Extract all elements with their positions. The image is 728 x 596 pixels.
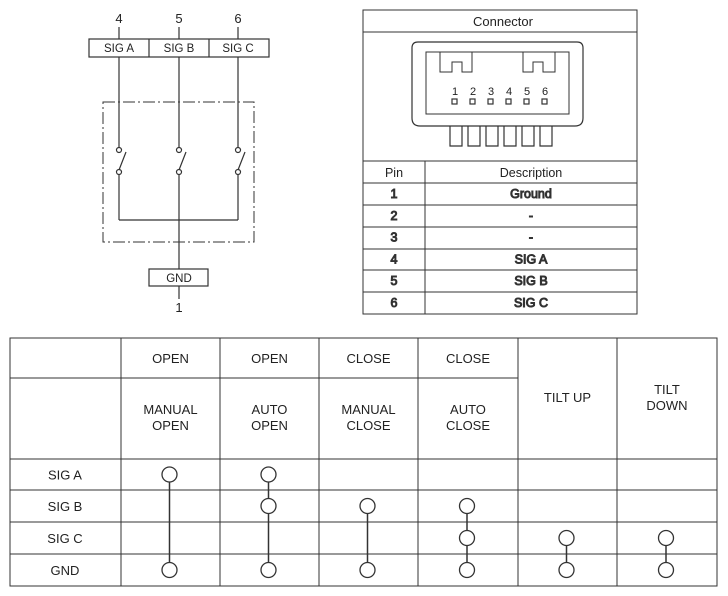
connection-circle	[458, 529, 476, 547]
connector-face-icon	[411, 41, 584, 147]
mode-header-top: OPEN	[152, 351, 189, 366]
pin-table-rows: 1 Ground 2 - 3 - 4 SIG A 5 SIG B 6 SIG C	[390, 187, 552, 311]
pin-number-cell: 4	[391, 252, 398, 266]
connection-circle	[458, 497, 476, 515]
ground-label: GND	[166, 273, 192, 285]
connection-circle	[657, 529, 675, 547]
mode-header-detail: AUTO	[450, 402, 486, 417]
mode-header-detail: MANUAL	[341, 402, 395, 417]
mode-header-detail: TILT UP	[544, 390, 591, 405]
switch-schematic: 4 5 6 SIG A SIG B SIG C	[88, 11, 270, 315]
pin-description-cell: SIG B	[514, 274, 547, 288]
connection-circle	[260, 466, 277, 483]
pin-description-cell: SIG C	[514, 296, 548, 310]
pin-description-cell: -	[529, 209, 533, 223]
mode-header-detail: CLOSE	[446, 418, 490, 433]
connection-circle	[558, 529, 575, 547]
pin-number-cell: 5	[391, 274, 398, 288]
connector-pin-label: 3	[488, 86, 494, 98]
switch-logic-table: OPENMANUALOPENOPENAUTOOPENCLOSEMANUALCLO…	[9, 337, 718, 587]
schematic-pin-number: 6	[234, 11, 241, 26]
signal-label: SIG C	[222, 43, 253, 55]
connection-circle	[161, 466, 178, 483]
mode-header-detail: CLOSE	[346, 418, 390, 433]
connection-circle	[161, 561, 178, 579]
schematic-pin-number: 5	[175, 11, 182, 26]
pin-number-cell: 1	[391, 187, 398, 201]
connection-circle	[260, 497, 277, 515]
pin-number-cell: 3	[391, 231, 398, 245]
connector-pin-label: 5	[524, 86, 530, 98]
connector-pin-label: 4	[506, 86, 512, 98]
connection-circle	[359, 561, 376, 579]
pin-description-cell: -	[529, 231, 533, 245]
connection-circle	[558, 561, 575, 579]
pin-description-cell: Ground	[510, 187, 552, 201]
signal-label: SIG B	[164, 43, 195, 55]
connection-circle	[260, 561, 277, 579]
signal-row-label: SIG A	[48, 468, 82, 483]
pin-description-cell: SIG A	[515, 252, 548, 266]
mode-header-detail: MANUAL	[143, 402, 197, 417]
mode-header-detail: OPEN	[152, 418, 189, 433]
pin-number-cell: 6	[391, 296, 398, 310]
signal-row-label: SIG B	[48, 499, 83, 514]
mode-header-detail: AUTO	[252, 402, 288, 417]
connector-pin-label: 2	[470, 86, 476, 98]
mode-header-detail: DOWN	[646, 398, 687, 413]
connection-circle	[359, 497, 376, 515]
connection-circle	[657, 561, 675, 579]
switch-table-frame	[9, 337, 718, 587]
pin-table-header: Pin	[385, 166, 403, 180]
connector-panel: Connector 1 2 3 4 5 6	[362, 9, 638, 315]
switch-contact-b	[175, 146, 187, 269]
connector-pin-label: 1	[452, 86, 458, 98]
mode-header-top: OPEN	[251, 351, 288, 366]
connection-circle	[458, 561, 476, 579]
connector-pin-label: 6	[542, 86, 548, 98]
mode-header-top: CLOSE	[446, 351, 490, 366]
signal-row-label: SIG C	[47, 531, 82, 546]
signal-label: SIG A	[104, 43, 134, 55]
signal-row-label: GND	[51, 563, 80, 578]
pin-table	[363, 160, 637, 314]
pin-table-header: Description	[500, 166, 563, 180]
ground-pin-number: 1	[175, 300, 182, 315]
switch-contact-c	[234, 146, 246, 220]
schematic-pin-number: 4	[115, 11, 122, 26]
mode-header-detail: OPEN	[251, 418, 288, 433]
pin-number-cell: 2	[391, 209, 398, 223]
mode-header-detail: TILT	[654, 382, 680, 397]
connector-title: Connector	[473, 14, 534, 29]
mode-header-top: CLOSE	[346, 351, 390, 366]
switch-contact-a	[115, 146, 127, 220]
